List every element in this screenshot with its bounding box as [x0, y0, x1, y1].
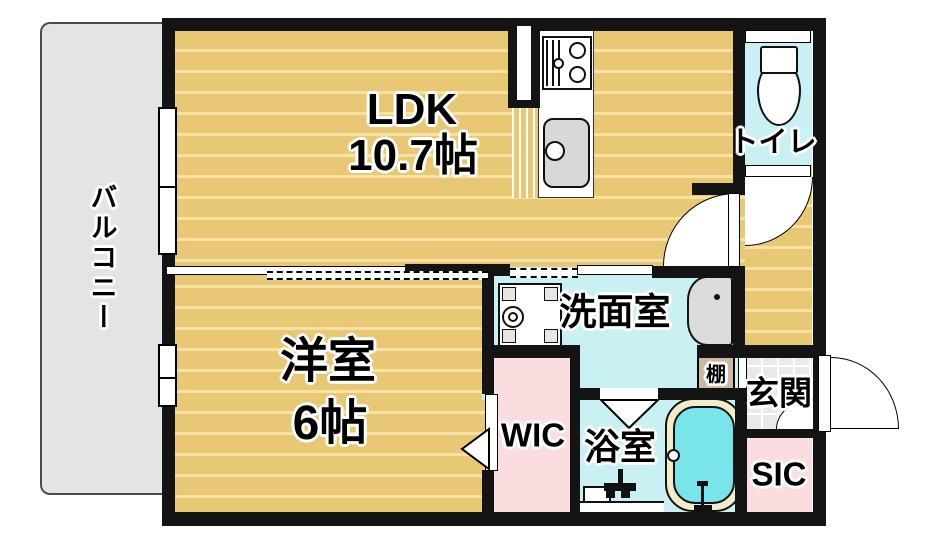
mixer-foot: [621, 491, 630, 498]
wall-left: [162, 405, 175, 526]
sliding-door-track: [510, 268, 578, 278]
tub-shower-base: [694, 505, 712, 511]
sliding-door-panel: [577, 265, 653, 275]
tub-shower-head: [697, 481, 708, 486]
sliding-door-track: [267, 271, 488, 280]
shower-mixer-bar: [604, 483, 636, 491]
bath-doorway: [600, 388, 658, 401]
washbasin-drain: [714, 294, 720, 300]
wall-hall-washroom: [733, 267, 745, 345]
door-swing-arc-entrance: [831, 357, 899, 429]
kitchen-slit-window: [517, 26, 531, 100]
wall-left: [162, 255, 175, 345]
wall-partition: [652, 266, 745, 278]
door-leaf-entrance: [818, 355, 831, 432]
label-ldk: LDK: [366, 85, 458, 134]
window-tick: [160, 186, 175, 188]
wall-center-lower: [482, 470, 494, 512]
label-ldk-size: 10.7帖: [348, 131, 478, 180]
stove-icon: [542, 36, 592, 90]
drain-inner: [508, 312, 518, 322]
bathtub-water: [673, 406, 735, 504]
room-wic-floor: [494, 358, 570, 512]
wall-left: [162, 18, 175, 108]
label-bathroom: 浴室: [583, 426, 657, 467]
wall-bottom: [162, 512, 826, 526]
wall-toilet-left: [733, 31, 745, 195]
washing-machine-pan-icon: [498, 283, 562, 347]
wall-right: [813, 18, 826, 526]
wall-ldk-door-stub: [692, 183, 737, 195]
room-ldk-floor: [167, 31, 745, 277]
window-symbol: [158, 344, 177, 407]
wall-bath-entrance: [735, 390, 747, 512]
label-entrance: 玄関: [746, 374, 812, 412]
label-western-room-size: 6帖: [292, 397, 368, 450]
room-balcony: [40, 22, 164, 495]
bath-counter: [580, 501, 664, 512]
pan-corner: [544, 329, 558, 343]
wall-wic-bath: [570, 358, 580, 512]
pan-corner: [544, 287, 558, 301]
tub-shower-stand: [701, 486, 704, 510]
label-wic: WIC: [500, 416, 566, 454]
wall-bath-top: [658, 388, 747, 400]
label-sic: SIC: [751, 455, 807, 493]
stove-knob: [553, 58, 564, 69]
wall-kitchen-stub: [508, 18, 540, 108]
kitchen-louver: [512, 108, 538, 198]
room-sic-floor: [745, 431, 812, 512]
stove-burner: [569, 66, 586, 83]
room-western-floor: [167, 267, 494, 512]
pan-corner: [502, 329, 516, 343]
stove-burner: [569, 42, 586, 59]
label-washroom: 洗面室: [559, 291, 671, 333]
label-balcony: バルコニー: [86, 183, 117, 333]
wall-top: [162, 18, 826, 31]
drain-icon: [502, 306, 524, 328]
label-shelf: 棚: [706, 364, 726, 386]
shower-mixer-icon: [618, 469, 623, 484]
tub-faucet-icon: [667, 449, 680, 462]
wall-bath-top: [578, 388, 600, 400]
wall-entrance-sic: [735, 429, 813, 438]
washbasin-icon: [687, 276, 733, 346]
sink-faucet-icon: [545, 141, 565, 161]
wall-center-upper: [482, 264, 494, 394]
folding-door-triangle-bath: [598, 399, 661, 430]
pan-corner: [502, 287, 516, 301]
label-western-room: 洋室: [279, 335, 377, 388]
toilet-tank-icon: [760, 46, 798, 74]
toilet-vent-window: [745, 30, 811, 43]
folding-door-triangle-wic: [460, 427, 490, 471]
wall-washroom-wic: [482, 345, 580, 358]
door-leaf-toilet: [745, 165, 811, 177]
label-toilet: トイレ: [729, 126, 817, 159]
window-tick: [160, 377, 175, 379]
mixer-foot: [606, 491, 615, 498]
window-symbol: [158, 107, 177, 255]
door-leaf-ldk: [728, 193, 740, 267]
wall-entrance-top: [697, 345, 813, 358]
